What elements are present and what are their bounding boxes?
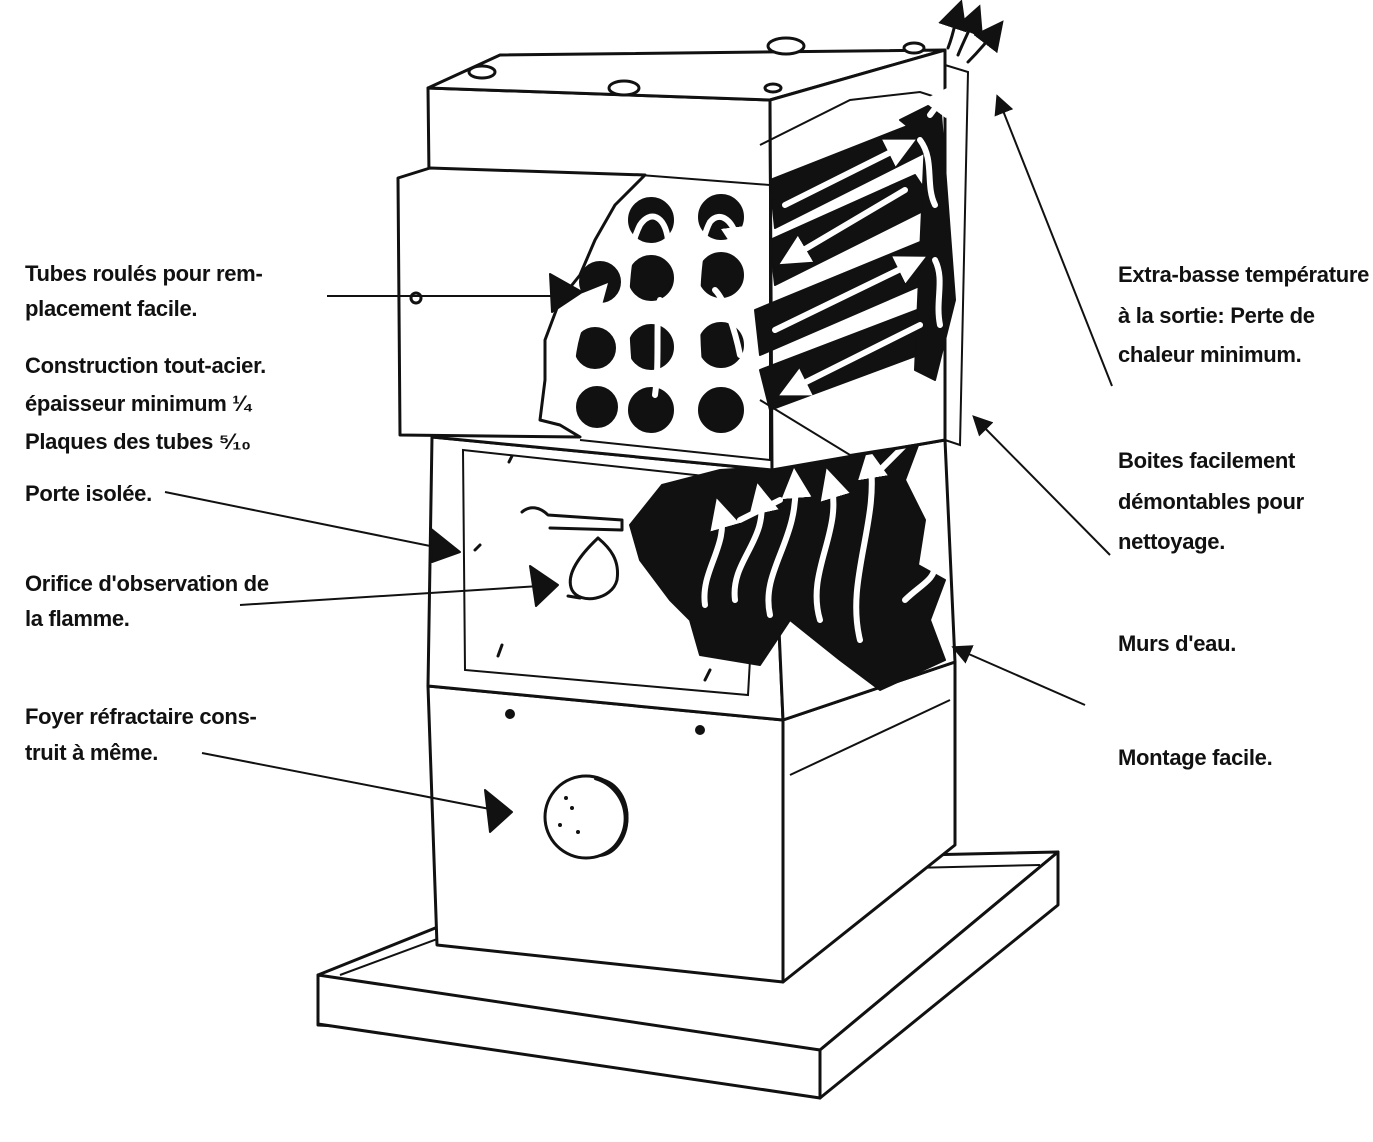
heat-exchanger-tubes [754,85,956,457]
tube-bank [567,174,771,462]
label-extra-line1: Extra-basse température [1118,262,1369,287]
label-orifice-line1: Orifice d'observation de [25,571,269,596]
label-orifice: Orifice d'observation de la flamme. [25,571,269,631]
label-boites-line1: Boites facilement [1118,448,1296,473]
label-murs: Murs d'eau. [1118,631,1236,656]
label-tubes-line1: Tubes roulés pour rem- [25,261,262,286]
label-construction-line1: Construction tout-acier. [25,353,266,378]
label-montage: Montage facile. [1118,745,1272,770]
label-orifice-line2: la flamme. [25,606,130,631]
label-foyer-line1: Foyer réfractaire cons- [25,704,257,729]
label-boites-line2: démontables pour [1118,489,1305,514]
label-extra: Extra-basse température à la sortie: Per… [1118,262,1369,367]
label-boites: Boites facilement démontables pour netto… [1118,448,1305,554]
firebox-port [543,774,629,860]
label-tubes-line2: placement facile. [25,296,197,321]
label-extra-line3: chaleur minimum. [1118,342,1301,367]
label-construction-line2: épaisseur minimum ¹⁄₄ [25,391,253,416]
label-tubes: Tubes roulés pour rem- placement facile. [25,261,263,321]
label-extra-line2: à la sortie: Perte de [1118,303,1315,328]
insulated-door [473,454,712,682]
label-construction-line3: Plaques des tubes ⁵⁄₁₀ [25,429,251,454]
leader-lines [164,94,1113,833]
label-foyer-line2: truit à même. [25,740,158,765]
label-construction: Construction tout-acier. épaisseur minim… [25,353,266,454]
exhaust-arrows [938,0,1004,64]
label-foyer: Foyer réfractaire cons- truit à même. [25,704,257,765]
label-boites-line3: nettoyage. [1118,529,1225,554]
label-porte: Porte isolée. [25,481,152,506]
